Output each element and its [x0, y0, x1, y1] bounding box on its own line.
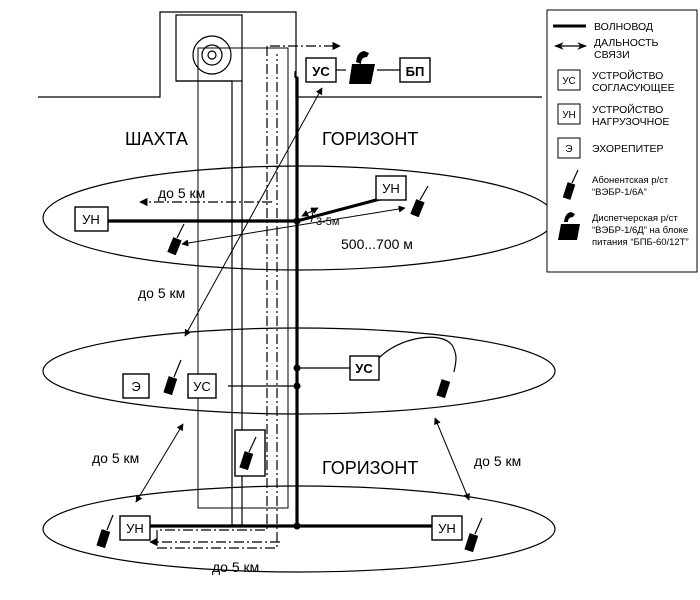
svg-text:УС: УС: [312, 64, 330, 79]
un-top-left-block: УН: [74, 206, 109, 232]
range-bottom-label: до 5 км: [212, 559, 259, 575]
legend-dispatcher-radio-icon: [558, 212, 580, 240]
winch-drum-icon: [192, 35, 232, 75]
us-top-block: УС: [305, 57, 337, 83]
handheld-radio-icon: [410, 185, 429, 218]
handheld-radio-icon: [464, 517, 483, 553]
legend-waveguide-label: ВОЛНОВОД: [594, 21, 653, 33]
arrow-low-right: [434, 417, 470, 501]
horizon-level-3: [42, 485, 556, 573]
e-mid-block: Э: [122, 373, 150, 399]
svg-text:Э: Э: [131, 379, 140, 394]
shaft-structure: [38, 11, 542, 526]
legend-sub-label-1: Абонентская р/ст: [592, 175, 669, 186]
legend-e-symbol: Э: [565, 144, 572, 155]
legend-disp-label-2: “ВЭБР-1/6Д” на блоке: [592, 225, 688, 236]
svg-text:УН: УН: [382, 181, 400, 196]
legend-disp-label-3: питания “БПБ-60/12Т”: [592, 237, 689, 248]
horizon-label-top: ГОРИЗОНТ: [322, 129, 418, 149]
legend-un-label-1: УСТРОЙСТВО: [592, 103, 663, 116]
handheld-radio-icon: [163, 359, 182, 396]
svg-text:УС: УС: [355, 361, 373, 376]
legend-e-label: ЭХОРЕПИТЕР: [592, 143, 664, 155]
handheld-radio-icon: [239, 436, 257, 471]
legend-us-label-2: СОГЛАСУЮЩЕЕ: [592, 82, 675, 94]
handheld-radio-icon: [96, 514, 114, 549]
thin-connections: [228, 69, 457, 387]
range-low-left-label: до 5 км: [92, 450, 139, 466]
un-top-right-block: УН: [375, 175, 407, 201]
un-bot-right-block: УН: [431, 515, 463, 541]
bp-block: БП: [399, 57, 431, 83]
legend-subscriber-radio-icon: [562, 169, 579, 200]
horizon-level-1: [42, 165, 556, 271]
svg-text:УН: УН: [438, 521, 456, 536]
shaft-label: ШАХТА: [125, 129, 188, 149]
legend-sub-label-2: “ВЭБР-1/6А”: [592, 187, 647, 198]
arrow-long-diagonal: [184, 87, 323, 337]
us-mid-right-block: УС: [349, 355, 380, 381]
range-left-label: до 5 км: [138, 285, 185, 301]
un-bot-left-block: УН: [119, 515, 151, 541]
legend-un-symbol: УН: [562, 110, 576, 121]
legend-un-label-2: НАГРУЗОЧНОЕ: [592, 116, 669, 128]
horizon-label-bottom: ГОРИЗОНТ: [322, 458, 418, 478]
arrow-low-left: [135, 423, 184, 503]
svg-text:БП: БП: [406, 64, 425, 79]
legend: ВОЛНОВОД ДАЛЬНОСТЬ СВЯЗИ УС УСТРОЙСТВО С…: [546, 9, 698, 273]
svg-text:УС: УС: [193, 379, 211, 394]
handheld-radio-icon: [167, 223, 185, 256]
range-arrows: [135, 87, 470, 503]
legend-disp-label-1: Диспетчерская р/ст: [592, 213, 678, 224]
svg-text:УН: УН: [126, 521, 144, 536]
handheld-radio-icon: [436, 379, 451, 399]
dist-long-label: 500...700 м: [341, 236, 413, 252]
us-mid-left-block: УС: [187, 373, 217, 399]
dist-arc: [310, 207, 313, 223]
svg-text:УН: УН: [82, 212, 100, 227]
range-low-right-label: до 5 км: [474, 453, 521, 469]
dispatcher-radio-icon: [349, 51, 375, 84]
legend-range-label-2: СВЯЗИ: [594, 49, 630, 61]
horizon-level-2: [42, 327, 556, 415]
dist-short-label: 3-5м: [316, 216, 339, 228]
legend-range-label-1: ДАЛЬНОСТЬ: [594, 37, 659, 49]
legend-us-symbol: УС: [562, 76, 576, 87]
legend-us-label-1: УСТРОЙСТВО: [592, 69, 663, 82]
range-top-label: до 5 км: [158, 185, 205, 201]
